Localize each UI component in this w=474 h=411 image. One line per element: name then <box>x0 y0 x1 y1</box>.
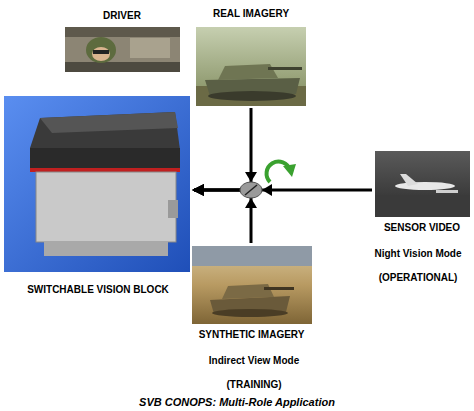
rotation-arrowhead <box>283 164 296 177</box>
mode-label: Indirect View Mode <box>209 355 299 367</box>
signal-arrow <box>194 108 251 190</box>
mode-label: (OPERATIONAL) <box>379 272 458 284</box>
tank-photo <box>196 27 306 106</box>
node-label: SENSOR VIDEO <box>384 222 460 234</box>
imagery-box: REAL IMAGERY <box>193 8 309 108</box>
thermal-photo <box>375 151 470 217</box>
arrowhead <box>245 172 257 182</box>
node-label: REAL IMAGERY <box>213 8 289 20</box>
synthetic-box: SYNTHETIC IMAGERY <box>189 243 314 341</box>
vision-block-box: SWITCHABLE VISION BLOCK <box>2 92 194 296</box>
switch-symbol <box>240 182 262 198</box>
node-label: SYNTHETIC IMAGERY <box>199 329 305 341</box>
mode-label: (TRAINING) <box>227 379 282 391</box>
arrowhead <box>262 184 272 196</box>
vision-block-render <box>4 96 190 272</box>
mode-label: Night Vision Mode <box>374 248 461 260</box>
arrowhead <box>245 198 257 208</box>
figure-caption: SVB CONOPS: Multi-Role Application <box>0 396 474 409</box>
sensor-box: SENSOR VIDEO <box>372 148 472 234</box>
synthetic-photo <box>192 246 312 324</box>
node-label: DRIVER <box>103 10 141 22</box>
driver-photo-box: DRIVER <box>62 10 182 74</box>
switch-slash <box>245 185 257 195</box>
driver-photo <box>65 27 180 72</box>
node-label: SWITCHABLE VISION BLOCK <box>27 284 169 296</box>
rotation-arrow <box>267 162 290 182</box>
signal-arrow <box>194 190 251 243</box>
